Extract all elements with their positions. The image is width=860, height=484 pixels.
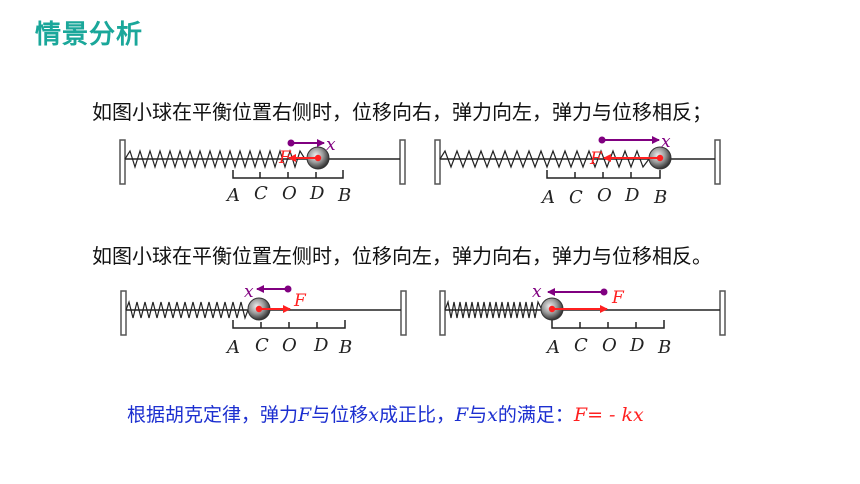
label-a: A (540, 187, 555, 208)
force-label: F (278, 148, 292, 168)
diagram-ball-right-1: A C O D B F x (119, 135, 406, 206)
diagram-ball-right-2: A C O D B F x (434, 132, 721, 208)
scenario-left-text: 如图小球在平衡位置左侧时，位移向左，弹力向右，弹力与位移相反。 (92, 244, 712, 268)
label-a: A (545, 337, 560, 358)
law-force-symbol: F (298, 404, 312, 426)
law-text-5: 的满足： (497, 404, 574, 426)
law-displacement-symbol-2: x (487, 404, 498, 426)
displacement-label: x (661, 132, 671, 152)
spring (439, 149, 650, 169)
law-text-4: 与 (468, 404, 488, 426)
label-c: C (569, 187, 583, 208)
left-wall (120, 290, 127, 336)
displacement-label: x (532, 282, 542, 302)
law-displacement-symbol: x (368, 404, 379, 426)
law-force-symbol-2: F (454, 404, 469, 426)
label-d: D (629, 335, 645, 356)
label-o: O (282, 335, 297, 356)
label-c: C (574, 335, 588, 356)
force-label: F (589, 149, 603, 169)
hooke-formula: F= - kx (573, 404, 644, 426)
label-o: O (602, 335, 617, 356)
force-label: F (293, 291, 307, 311)
label-d: D (309, 183, 325, 204)
label-d: D (624, 185, 640, 206)
label-c: C (255, 335, 269, 356)
diagram-ball-left-2: A C O D B F x (439, 282, 726, 358)
law-text-2: 与位移 (311, 404, 369, 426)
page-title: 情景分析 (35, 20, 144, 50)
label-b: B (657, 337, 671, 358)
scenario-right-text: 如图小球在平衡位置右侧时，位移向右，弹力向左，弹力与位移相反； (92, 100, 712, 124)
label-a: A (225, 337, 240, 358)
label-a: A (225, 185, 240, 206)
spring (124, 148, 306, 170)
spring (125, 299, 249, 321)
law-text-3: 成正比， (378, 404, 455, 426)
label-o: O (597, 185, 612, 206)
right-wall (714, 139, 721, 185)
left-wall (434, 139, 441, 185)
law-text-1: 根据胡克定律，弹力 (127, 404, 299, 426)
displacement-label: x (326, 135, 336, 155)
label-d: D (313, 335, 329, 356)
label-b: B (338, 337, 352, 358)
diagram-ball-left-1: A C O D B F x (120, 282, 407, 358)
label-b: B (653, 187, 667, 208)
hooke-law-statement: 根据胡克定律，弹力F与位移x成正比，F与x的满足：F= - kx (127, 400, 644, 427)
label-c: C (254, 183, 268, 204)
right-wall (400, 290, 407, 336)
right-wall (719, 290, 726, 336)
displacement-label: x (244, 282, 254, 302)
left-wall (119, 139, 126, 185)
label-o: O (282, 183, 297, 204)
label-b: B (337, 185, 351, 206)
right-wall (399, 139, 406, 185)
force-label: F (611, 288, 625, 308)
left-wall (439, 290, 446, 336)
spring (444, 299, 543, 319)
